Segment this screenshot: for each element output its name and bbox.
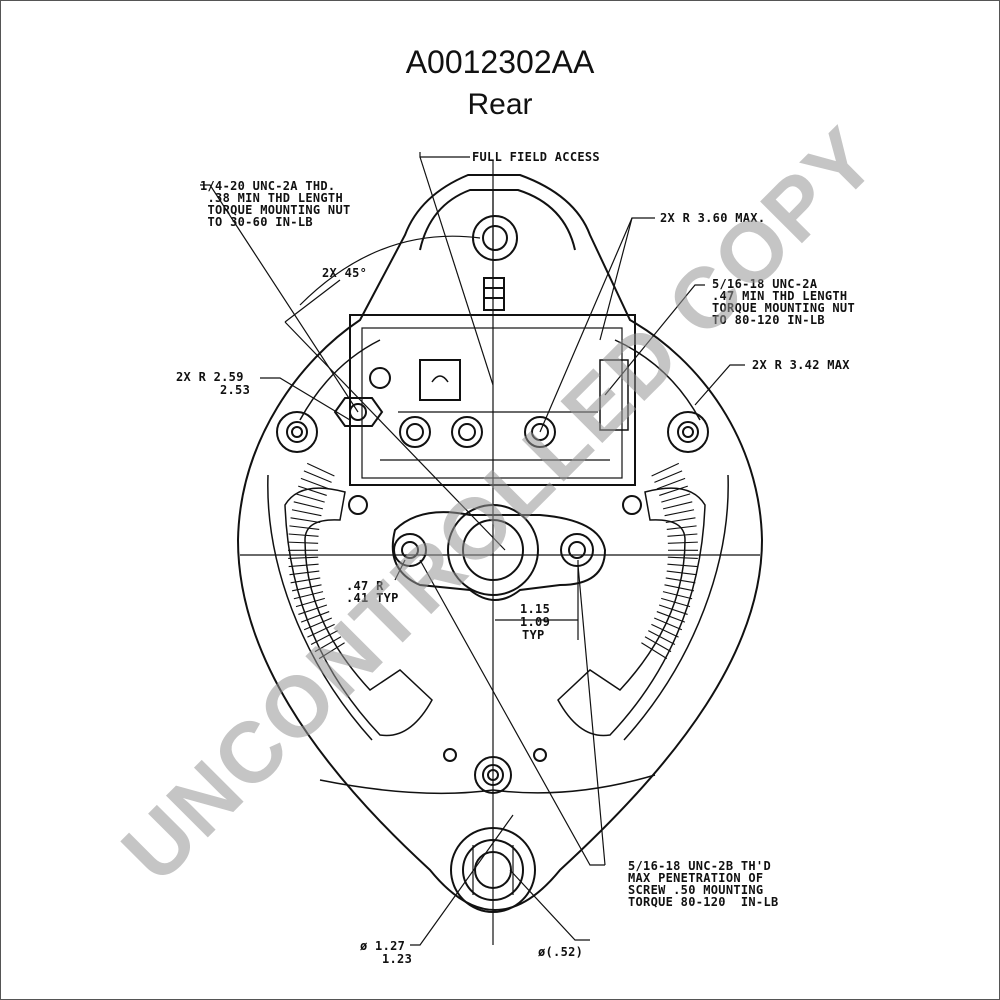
- regulator-box: [349, 314, 636, 486]
- slot-rib: [303, 617, 332, 631]
- slot-rib: [318, 642, 345, 660]
- slot-rib: [659, 485, 688, 496]
- slot-rib: [295, 493, 325, 503]
- slot-rib: [651, 623, 679, 638]
- slot-rib: [664, 584, 695, 592]
- shaft-diameter-callout: ø 1.27: [360, 939, 406, 953]
- slot-rib: [306, 462, 335, 477]
- radius-left-callout-lower: 2.53: [220, 383, 251, 397]
- stud-thread-note: 1/4-20 UNC-2A THD. .38 MIN THD LENGTH TO…: [200, 179, 351, 229]
- cooling-slots-right: [557, 487, 706, 737]
- slot-rib: [298, 485, 327, 496]
- top-mounting-ear: [472, 215, 518, 311]
- slot-rib: [666, 525, 697, 530]
- slot-rib: [661, 493, 691, 503]
- slot-rib: [656, 477, 686, 490]
- mounting-bosses: [276, 411, 709, 794]
- shaft-diameter-callout-lower: 1.23: [382, 952, 413, 966]
- radius-right-callout: 2X R 3.42 MAX: [752, 358, 850, 372]
- slot-rib: [654, 470, 683, 483]
- slot-rib: [291, 509, 322, 517]
- slot-rib: [665, 517, 696, 524]
- slot-rib: [300, 611, 330, 623]
- slot-rib: [293, 501, 324, 510]
- slot-rib: [288, 533, 319, 537]
- slot-rib: [291, 584, 322, 592]
- slot-rib: [641, 642, 668, 660]
- slot-rib: [303, 470, 332, 483]
- hole-spacing-typ: TYP: [522, 628, 545, 642]
- slot-rib: [658, 604, 688, 615]
- slot-rib: [293, 591, 324, 600]
- slot-rib: [288, 563, 319, 568]
- slot-rib: [314, 636, 342, 653]
- center-plate: [391, 504, 607, 601]
- slot-rib: [295, 597, 325, 608]
- thread-penetration-note: 5/16-18 UNC-2B TH'D MAX PENETRATION OF S…: [628, 859, 779, 909]
- slot-rib: [651, 462, 680, 477]
- angle-callout: 2X 45°: [322, 266, 368, 280]
- view-subtitle: Rear: [467, 88, 533, 121]
- slot-ribs: [287, 462, 699, 660]
- slot-rib: [298, 604, 328, 615]
- slot-rib: [644, 636, 672, 653]
- hole-radius-callout: .47 R .41 TYP: [346, 579, 399, 605]
- slot-rib: [666, 570, 697, 576]
- slot-rib: [662, 591, 693, 600]
- slot-rib: [667, 541, 698, 544]
- bottom-shaft: [450, 827, 536, 913]
- leader-lines: [200, 152, 745, 946]
- slot-rib: [307, 623, 335, 638]
- hole-spacing-min: 1.09: [520, 615, 551, 629]
- small-diameter-callout: ø(.52): [538, 945, 584, 959]
- slot-rib: [300, 477, 330, 490]
- slot-rib: [288, 541, 319, 544]
- radius-left-callout: 2X R 2.59: [176, 370, 244, 384]
- hole-spacing-max: 1.15: [520, 602, 551, 616]
- slot-rib: [654, 617, 683, 631]
- terminal-stud-left: [333, 397, 384, 427]
- slot-rib: [288, 556, 319, 559]
- part-number-title: A0012302AA: [405, 44, 595, 80]
- slot-rib: [656, 611, 686, 623]
- cooling-slots-left: [284, 487, 433, 737]
- slot-rib: [648, 630, 676, 645]
- full-field-access-label: FULL FIELD ACCESS: [472, 150, 600, 164]
- slot-rib: [290, 517, 321, 524]
- slot-rib: [289, 525, 320, 530]
- slot-rib: [667, 556, 698, 559]
- slot-rib: [289, 570, 320, 576]
- radius-top-callout: 2X R 3.60 MAX.: [660, 211, 766, 225]
- stud-thread-note-right: 5/16-18 UNC-2A .47 MIN THD LENGTH TORQUE…: [712, 277, 855, 327]
- slot-rib: [661, 597, 691, 608]
- housing-outline: [236, 174, 764, 911]
- slot-rib: [662, 501, 693, 510]
- slot-rib: [664, 509, 695, 517]
- slot-rib: [667, 533, 698, 537]
- slot-rib: [667, 563, 698, 568]
- slot-rib: [290, 577, 321, 584]
- slot-rib: [665, 577, 696, 584]
- slot-rib: [310, 630, 338, 645]
